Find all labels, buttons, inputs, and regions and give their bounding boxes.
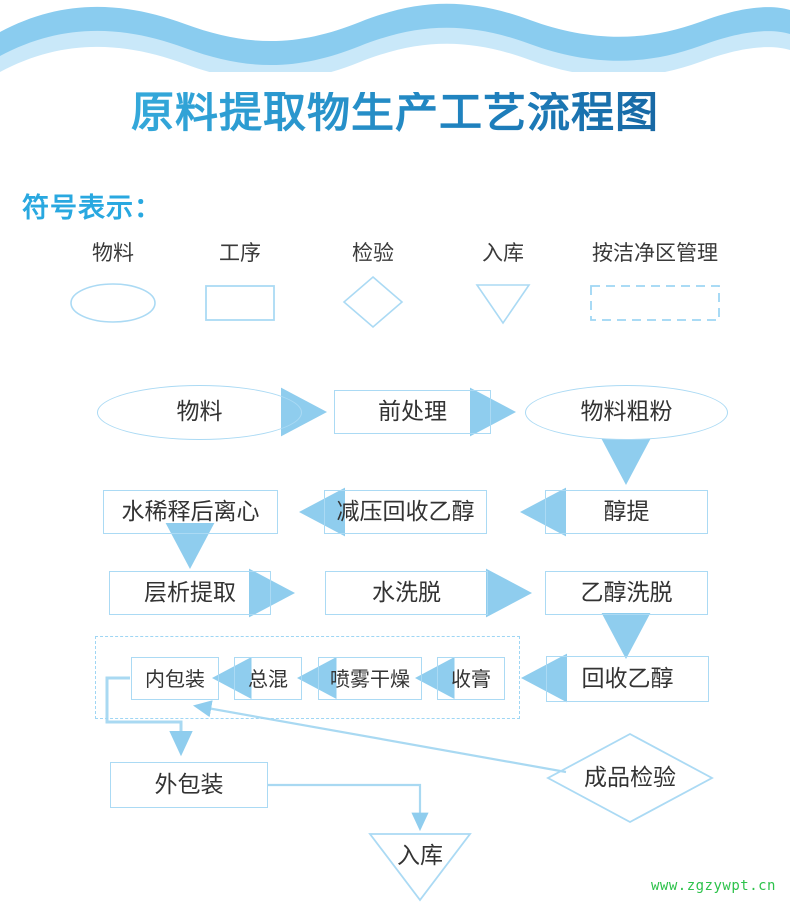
node-label: 入库 — [397, 842, 443, 869]
watermark: www.zgzywpt.cn — [650, 878, 776, 894]
diamond-icon — [342, 275, 404, 329]
ellipse-icon — [70, 283, 156, 323]
node-chengpinjianyan[interactable]: 成品检验 — [560, 760, 700, 796]
node-ruku[interactable]: 入库 — [370, 838, 470, 874]
node-label: 减压回收乙醇 — [336, 498, 475, 525]
node-chunti[interactable]: 醇提 — [545, 490, 708, 534]
node-huishouyichun[interactable]: 回收乙醇 — [546, 656, 709, 702]
clean-area-region — [95, 636, 520, 719]
legend-item-warehouse: 入库 — [455, 243, 551, 326]
node-zonghun[interactable]: 总混 — [234, 657, 302, 700]
node-label: 总混 — [248, 666, 288, 691]
node-shuixishihouli[interactable]: 水稀释后离心 — [103, 490, 278, 534]
node-label: 成品检验 — [584, 764, 676, 791]
node-qianchuli[interactable]: 前处理 — [334, 390, 491, 434]
node-label: 物料粗粉 — [580, 399, 673, 425]
header-wave-decoration — [0, 3, 790, 72]
legend-item-label: 工序 — [219, 241, 261, 265]
node-jianyahuishouyichun[interactable]: 减压回收乙醇 — [324, 490, 487, 534]
rectangle-icon — [205, 285, 275, 321]
legend-item-label: 检验 — [352, 241, 394, 265]
legend-item-label: 物料 — [92, 241, 134, 265]
node-wuliaocufen[interactable]: 物料粗粉 — [525, 385, 728, 440]
dashed-rectangle-icon — [590, 285, 720, 321]
node-penwuganzao[interactable]: 喷雾干燥 — [318, 657, 422, 700]
node-label: 前处理 — [378, 398, 447, 425]
node-label: 回收乙醇 — [581, 665, 674, 692]
node-label: 外包装 — [154, 771, 224, 798]
legend-item-label: 入库 — [482, 241, 524, 265]
node-label: 喷雾干燥 — [330, 666, 410, 691]
node-label: 水洗脱 — [372, 579, 441, 606]
node-label: 内包装 — [145, 666, 205, 691]
node-neibaozhuang[interactable]: 内包装 — [131, 657, 219, 700]
node-label: 水稀释后离心 — [121, 498, 260, 525]
legend-item-process: 工序 — [190, 243, 290, 326]
triangle-down-icon — [475, 284, 531, 325]
page-title: 原料提取物生产工艺流程图 — [0, 92, 790, 135]
legend-item-label: 按洁净区管理 — [592, 241, 718, 265]
node-shuixituo[interactable]: 水洗脱 — [325, 571, 488, 615]
node-label: 醇提 — [603, 498, 650, 525]
legend-item-clean-area: 按洁净区管理 — [560, 243, 750, 326]
node-wuliao[interactable]: 物料 — [97, 385, 302, 440]
node-label: 层析提取 — [144, 579, 236, 606]
node-cengxitiqu[interactable]: 层析提取 — [109, 571, 271, 615]
node-waibaozhuang[interactable]: 外包装 — [110, 762, 268, 808]
legend-item-inspection: 检验 — [323, 241, 423, 329]
node-label: 收膏 — [451, 666, 491, 691]
legend-item-material: 物料 — [58, 243, 168, 326]
node-label: 乙醇洗脱 — [580, 579, 673, 606]
wave-dark-band — [0, 3, 790, 66]
node-label: 物料 — [176, 399, 223, 425]
node-shougao[interactable]: 收膏 — [437, 657, 505, 700]
node-yichunxituo[interactable]: 乙醇洗脱 — [545, 571, 708, 615]
legend-label: 符号表示： — [22, 193, 162, 224]
